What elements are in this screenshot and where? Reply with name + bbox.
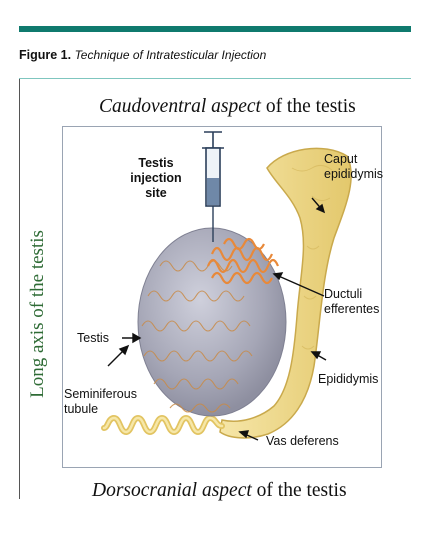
label-epididymis: Epididymis [318, 372, 378, 387]
label-seminiferous-tubule: Seminiferous tubule [64, 387, 154, 417]
label-caput-epididymis: Caput epididymis [324, 152, 384, 182]
top-aspect-rest: of the testis [261, 96, 356, 117]
left-rule [19, 79, 20, 499]
syringe-icon [202, 132, 224, 242]
top-aspect-label: Caudoventral aspect of the testis [99, 96, 356, 118]
accent-bar [19, 26, 411, 32]
long-axis-label: Long axis of the testis [27, 230, 49, 398]
label-vas-deferens: Vas deferens [266, 434, 339, 449]
figure-caption: Figure 1. Technique of Intratesticular I… [19, 48, 266, 62]
label-testis: Testis [77, 331, 109, 346]
label-ductuli-efferentes: Ductuli efferentes [324, 287, 384, 317]
bottom-aspect-label: Dorsocranial aspect of the testis [92, 480, 347, 502]
top-aspect-emph: Caudoventral aspect [99, 96, 261, 117]
bottom-aspect-rest: of the testis [252, 480, 347, 501]
figure-label: Figure 1. [19, 48, 71, 62]
bottom-aspect-emph: Dorsocranial aspect [92, 480, 252, 501]
figure-title: Technique of Intratesticular Injection [75, 48, 267, 62]
caption-rule [19, 78, 411, 79]
label-injection-site: Testis injection site [118, 156, 194, 201]
